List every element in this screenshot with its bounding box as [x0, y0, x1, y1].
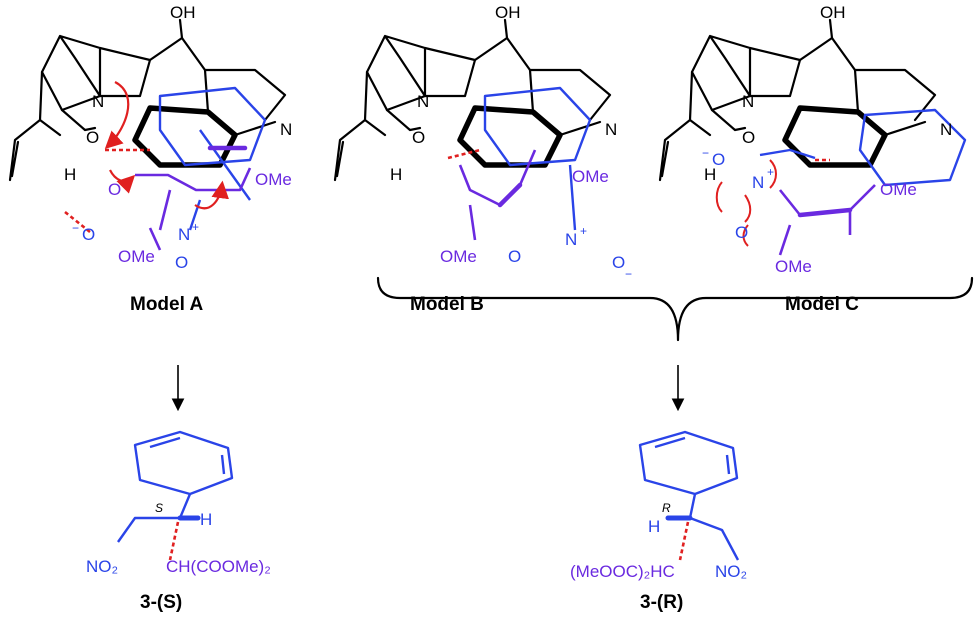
arrow-a-2	[109, 169, 136, 194]
arrow-a-3	[194, 180, 229, 210]
amine-n-label: N	[417, 92, 429, 111]
model-b: OH N O H N OMe OMe N + O O − Model B	[333, 3, 632, 315]
nitro-minus-label: −	[72, 221, 79, 235]
enol-o-label: O	[108, 180, 121, 199]
nitro-o-minus-label: O	[612, 253, 625, 272]
methoxy-label: OMe	[880, 180, 917, 199]
nitro-o-label: O	[175, 253, 188, 272]
nitro-minus-label: −	[702, 146, 709, 160]
malonate-s: CH(COOMe)₂	[166, 557, 271, 576]
hbond-a	[64, 148, 150, 234]
hash-bond-s	[168, 521, 180, 561]
hydroxyl-h-label: H	[64, 165, 76, 184]
enol-bond-c	[797, 207, 853, 218]
oh-label: OH	[820, 3, 846, 22]
methoxy-2-label: OMe	[775, 257, 812, 276]
model-c-title: Model C	[785, 294, 859, 315]
chain-r	[688, 493, 740, 561]
arrow-a-1	[104, 81, 130, 150]
hydroxyl-h-label: H	[390, 165, 402, 184]
stereo-r: R	[662, 501, 671, 515]
hydroxyl-o-label: O	[412, 128, 425, 147]
amine-n-label: N	[742, 92, 754, 111]
nitro-n-label: N	[178, 225, 190, 244]
nitro-o-minus-label: O	[712, 150, 725, 169]
phenyl-ring-s	[133, 430, 234, 496]
model-c: OH N O H N OMe OMe N + O − O Model C	[658, 3, 967, 315]
quinoline-n-label: N	[605, 120, 617, 139]
reactant-ring-b	[483, 86, 592, 231]
hydroxyl-o-label: O	[86, 128, 99, 147]
nitro-plus-label: +	[767, 165, 774, 179]
hydroxyl-o-label: O	[742, 128, 755, 147]
catalyst-skeleton-a	[8, 18, 287, 182]
malonate-r: (MeOOC)₂HC	[570, 562, 675, 581]
nitro-plus-label: +	[192, 220, 199, 234]
nitro-minus-label: −	[625, 267, 632, 281]
nitro-o-minus-label: O	[82, 225, 95, 244]
hydroxyl-h-label: H	[704, 165, 716, 184]
reactant-ring-c	[759, 108, 967, 187]
product-r: R H (MeOOC)₂HC NO₂ 3-(R)	[570, 430, 747, 613]
label-3r: 3-(R)	[640, 592, 683, 613]
quinoline-n-label: N	[940, 120, 952, 139]
enol-bond-b	[497, 182, 523, 208]
oh-label: OH	[495, 3, 521, 22]
brace-bc	[376, 276, 974, 342]
methoxy-label: OMe	[255, 170, 292, 189]
hash-bond-r	[678, 521, 690, 561]
nitro-n-label: N	[565, 230, 577, 249]
no2-s: NO₂	[86, 557, 118, 576]
nitro-o-label: O	[508, 247, 521, 266]
quinoline-n-label: N	[280, 120, 292, 139]
reactant-chain-c	[778, 184, 876, 256]
model-a: OH N O H N OMe N + O − OMe O O Model A	[8, 3, 292, 315]
catalyst-skeleton-c	[658, 18, 937, 182]
product-h-r: H	[648, 517, 660, 536]
product-h-s: H	[200, 510, 212, 529]
chain-s	[117, 493, 192, 543]
methoxy-2-label: OMe	[118, 247, 155, 266]
catalyst-skeleton-b	[333, 18, 612, 182]
oh-label: OH	[170, 3, 196, 22]
methoxy-label: OMe	[572, 167, 609, 186]
hbond-b	[447, 148, 481, 160]
stereo-s: S	[155, 501, 163, 515]
amine-n-label: N	[92, 92, 104, 111]
phenyl-ring-r	[638, 430, 739, 496]
methoxy-2-label: OMe	[440, 247, 477, 266]
nitro-o-label: O	[735, 223, 748, 242]
no2-r: NO₂	[715, 562, 747, 581]
label-3s: 3-(S)	[140, 592, 182, 613]
model-a-title: Model A	[130, 294, 203, 315]
nitro-plus-label: +	[580, 224, 587, 238]
model-b-title: Model B	[410, 294, 484, 315]
reactant-chain-a	[135, 167, 252, 251]
steric-clash-c	[715, 159, 777, 247]
nitro-n-label: N	[752, 173, 764, 192]
product-s: S H NO₂ CH(COOMe)₂ 3-(S)	[86, 430, 271, 613]
